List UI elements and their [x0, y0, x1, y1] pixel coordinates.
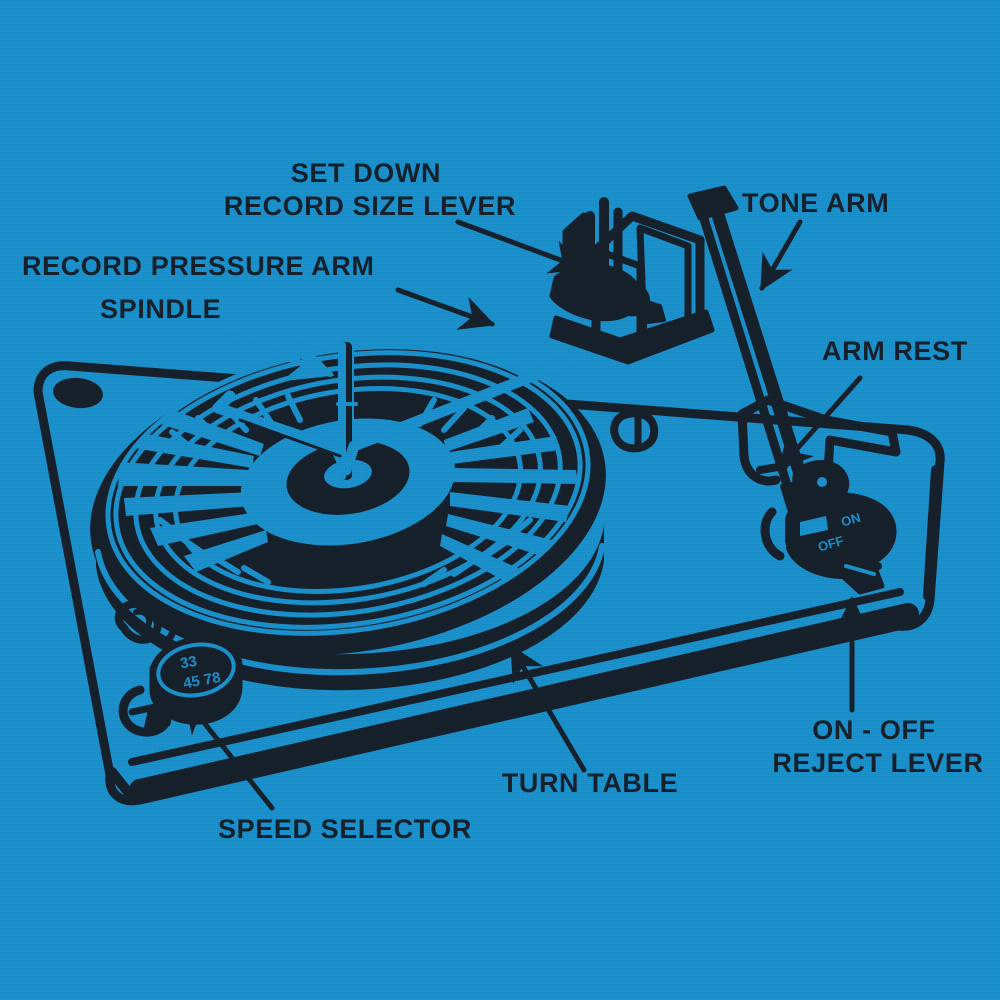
record-pressure-arm: [212, 344, 606, 476]
speed-knob-numbers: 33 45 78: [179, 653, 222, 692]
leader-turn-table: [509, 644, 587, 773]
label-tone-arm: TONE ARM: [742, 188, 889, 218]
label-spindle: SPINDLE: [100, 294, 221, 324]
switch-off-text: OFF: [816, 533, 845, 555]
cue-ring-detail: [114, 599, 177, 646]
label-speed-selector: SPEED SELECTOR: [218, 814, 472, 844]
label-record-pressure-arm: RECORD PRESSURE ARM: [22, 251, 374, 281]
label-on-off-reject-lever: ON - OFF REJECT LEVER: [772, 715, 983, 778]
screw-cap-detail: [610, 409, 659, 453]
leader-speed-selector: [183, 697, 275, 811]
leader-lines: [183, 219, 870, 811]
speed-33: 33: [179, 653, 198, 673]
set-down-record-size-lever-mechanism: [549, 197, 715, 365]
leader-tone-arm: [759, 219, 803, 292]
switch-on-text: ON: [839, 510, 862, 530]
on-off-reject-lever: [760, 492, 897, 595]
leader-arm-rest: [777, 375, 863, 471]
speed-45-78: 45 78: [182, 669, 222, 692]
label-turn-table: TURN TABLE: [502, 768, 678, 798]
tone-arm: [687, 185, 822, 514]
leader-pressure-arm: [395, 287, 496, 330]
plinth: [33, 361, 945, 806]
leader-spindle: [225, 333, 335, 382]
leader-set-down: [455, 219, 586, 274]
label-layer: SET DOWN RECORD SIZE LEVER RECORD PRESSU…: [22, 158, 983, 844]
power-switch-text: ON OFF: [816, 510, 862, 555]
label-arm-rest: ARM REST: [822, 336, 968, 366]
label-set-down-record-size-lever: SET DOWN RECORD SIZE LEVER: [224, 158, 516, 221]
